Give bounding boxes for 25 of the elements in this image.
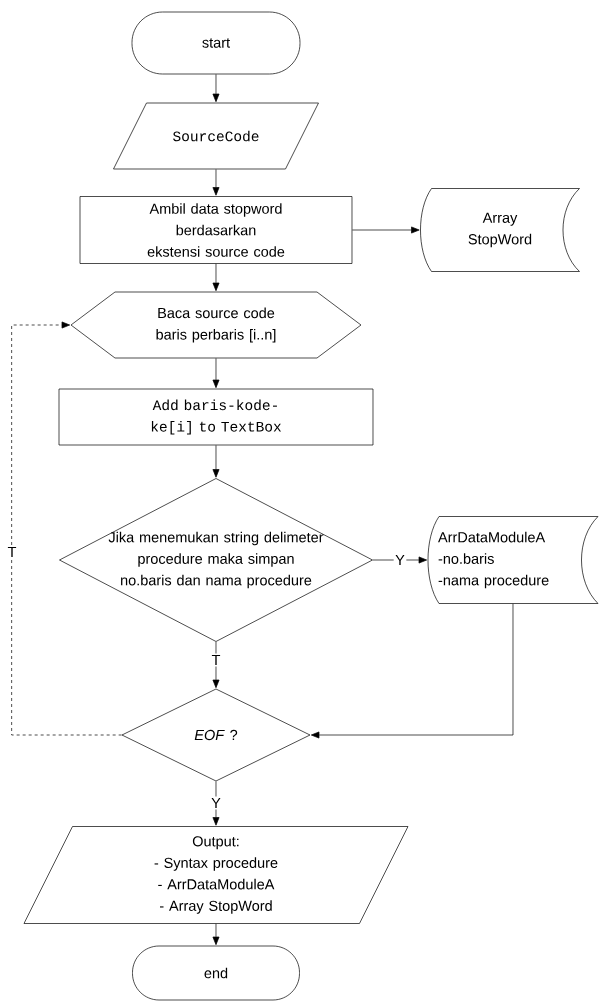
- edge-label: T: [6, 545, 18, 559]
- output-parallelogram: Output: - Syntax procedure - ArrDataModuleA - Array StopWord: [23, 826, 409, 924]
- terminator: end: [132, 945, 300, 1001]
- arrow: [212, 923, 220, 946]
- arrow: [212, 358, 220, 389]
- preparation-hexagon: Baca source code baris perbaris [i..n]: [70, 291, 362, 359]
- arrow: [212, 641, 220, 689]
- process-box: Add baris-kode-ke[i] to TextBox: [58, 388, 374, 446]
- arrow: [212, 169, 220, 196]
- arrow: [310, 603, 514, 739]
- arrow: [212, 263, 220, 292]
- edge-label: T: [210, 653, 222, 667]
- process-box: Ambil data stopword berdasarkan ekstensi source code: [79, 196, 353, 264]
- arrow: [212, 445, 220, 478]
- stored-data-shape: Array StopWord: [420, 188, 580, 272]
- edge-label: Y: [209, 796, 223, 810]
- edge-label: Y: [393, 553, 407, 567]
- data-parallelogram: SourceCode: [113, 102, 319, 170]
- arrow: [352, 226, 420, 234]
- arrow: [11, 321, 122, 736]
- stored-data-shape: ArrDataModuleA -no.baris -nama procedure: [427, 516, 599, 604]
- arrow: [372, 556, 428, 564]
- terminator: start: [131, 11, 301, 75]
- arrow: [212, 74, 220, 103]
- arrow: [212, 781, 220, 826]
